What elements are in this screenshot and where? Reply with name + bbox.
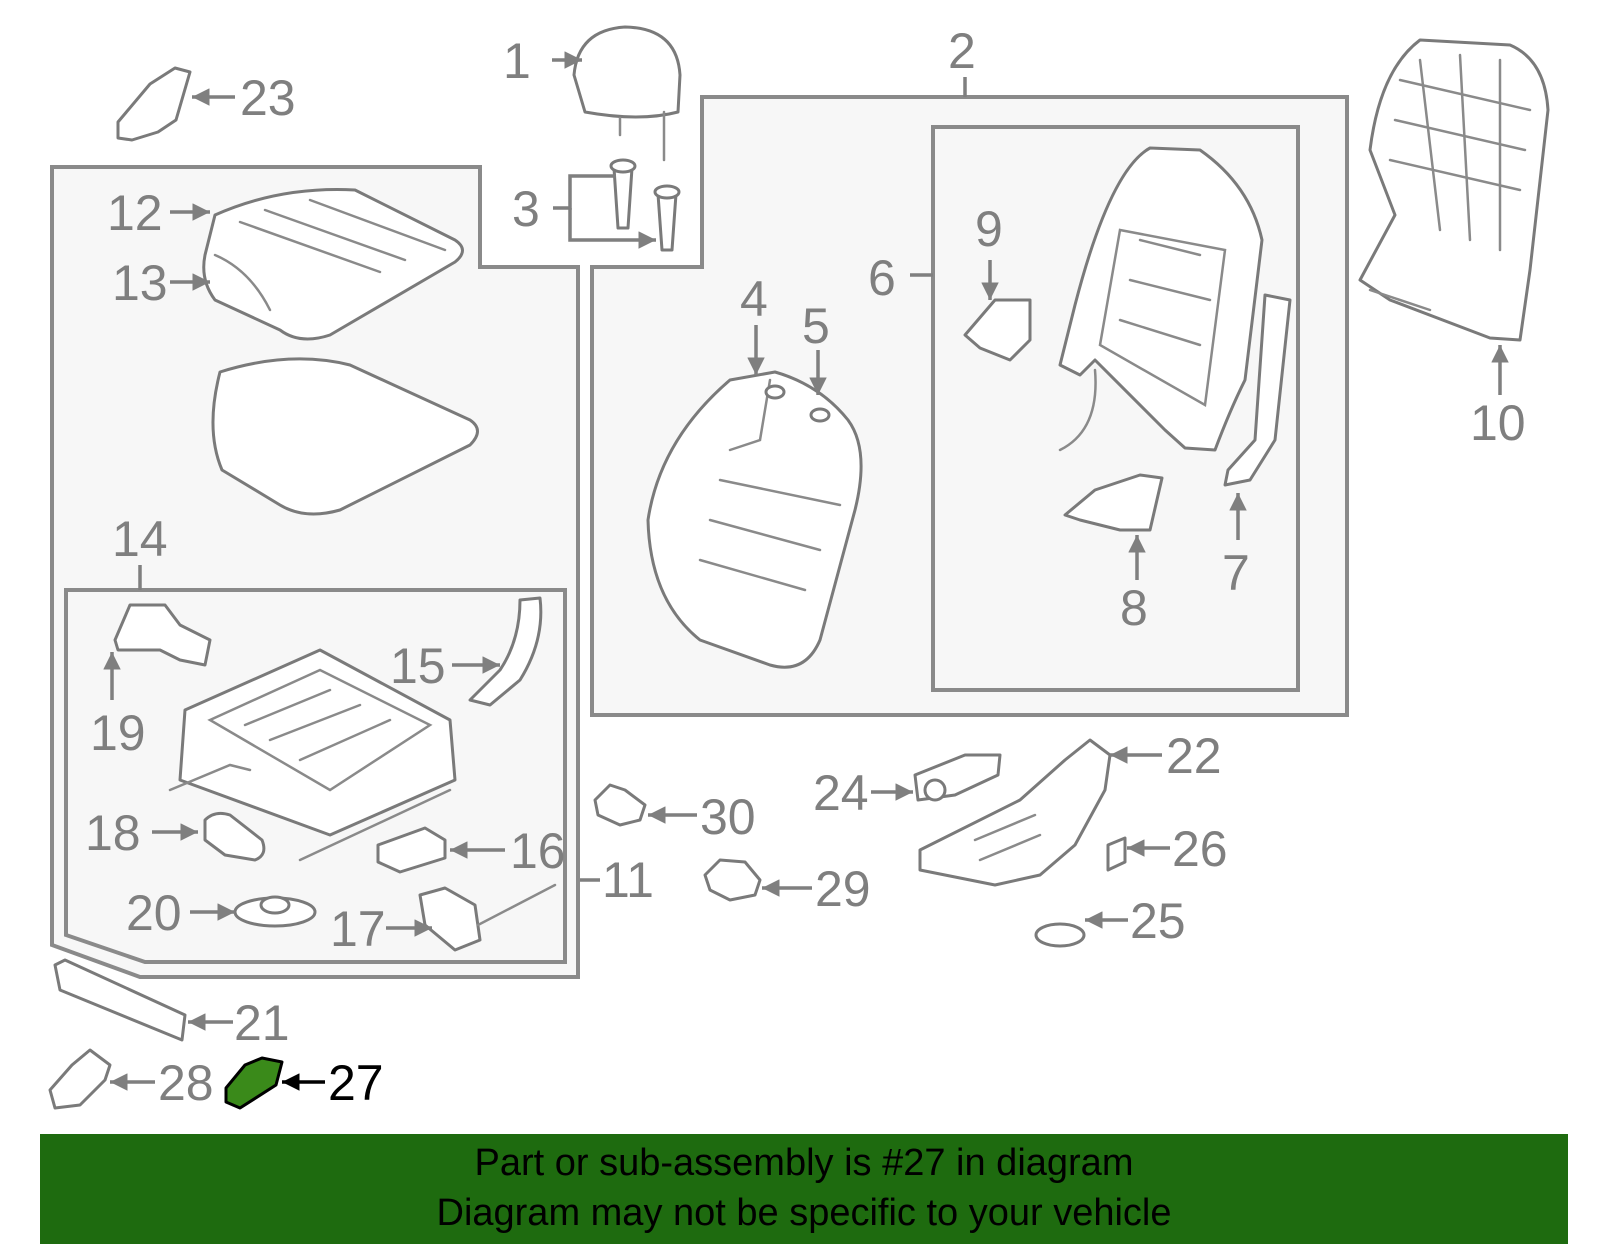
callout-2: 2 <box>948 23 976 79</box>
callout-6: 6 <box>868 250 896 306</box>
callout-16: 16 <box>510 823 566 879</box>
part-21-cover-strip[interactable] <box>53 958 187 1042</box>
part-4-seatback-cover[interactable] <box>646 370 863 669</box>
part-1-headrest[interactable] <box>572 25 682 162</box>
callout-14: 14 <box>112 511 168 567</box>
part-info-banner: Part or sub-assembly is #27 in diagram D… <box>40 1134 1568 1244</box>
part-18-motor[interactable] <box>203 811 266 862</box>
part-20-gear[interactable] <box>233 895 317 928</box>
part-9-bracket[interactable] <box>963 298 1032 362</box>
callout-25: 25 <box>1130 893 1186 949</box>
callout-1: 1 <box>503 33 531 89</box>
callout-26: 26 <box>1172 821 1228 877</box>
callout-11: 11 <box>602 852 654 908</box>
leader-lines <box>103 51 1509 1091</box>
part-15-cable[interactable] <box>468 596 543 707</box>
part-22-side-shield[interactable] <box>918 738 1112 887</box>
part-28-cover[interactable] <box>48 1048 112 1110</box>
cushion-foam[interactable] <box>211 357 479 516</box>
callout-17: 17 <box>330 901 386 957</box>
callout-22: 22 <box>1166 728 1222 784</box>
part-19-motor[interactable] <box>113 603 212 667</box>
part-27-highlighted[interactable] <box>224 1056 284 1110</box>
callout-24: 24 <box>813 765 869 821</box>
callout-13: 13 <box>112 255 168 311</box>
callout-8: 8 <box>1120 580 1148 636</box>
callout-12: 12 <box>107 185 163 241</box>
part-24-switch[interactable] <box>913 753 1002 802</box>
seat-parts-diagram: 1 2 3 4 5 6 7 8 9 10 11 12 13 14 15 16 1… <box>48 23 1550 1111</box>
callout-20: 20 <box>126 885 182 941</box>
banner-line-2: Diagram may not be specific to your vehi… <box>436 1192 1172 1234</box>
callout-27-highlighted: 27 <box>328 1055 384 1111</box>
part-25-ring[interactable] <box>1034 922 1086 948</box>
banner-line-1: Part or sub-assembly is #27 in diagram <box>474 1142 1134 1184</box>
callout-4: 4 <box>740 271 768 327</box>
callout-29: 29 <box>815 861 871 917</box>
part-26-clip[interactable] <box>1106 836 1127 872</box>
part-10-back-board[interactable] <box>1358 38 1550 342</box>
callout-7: 7 <box>1222 545 1250 601</box>
callout-9: 9 <box>975 201 1003 257</box>
callout-18: 18 <box>85 805 141 861</box>
callout-labels: 1 2 3 4 5 6 7 8 9 10 11 12 13 14 15 16 1… <box>85 23 1526 1111</box>
part-29-clip[interactable] <box>703 858 762 902</box>
callout-21: 21 <box>234 995 290 1051</box>
part-30-clip[interactable] <box>593 783 647 827</box>
callout-10: 10 <box>1470 395 1526 451</box>
callout-30: 30 <box>700 789 756 845</box>
callout-19: 19 <box>90 705 146 761</box>
seat-track-frame[interactable] <box>168 648 457 862</box>
callout-3: 3 <box>512 181 540 237</box>
callout-5: 5 <box>802 298 830 354</box>
part-23-trim-cover[interactable] <box>116 66 192 142</box>
part-3-headrest-guides[interactable] <box>609 158 681 252</box>
callout-28: 28 <box>158 1055 214 1111</box>
part-16-module[interactable] <box>376 826 447 874</box>
callout-15: 15 <box>390 638 446 694</box>
part-6-seatback-frame[interactable] <box>1058 146 1264 452</box>
part-7-airbag[interactable] <box>1223 293 1292 487</box>
callout-23: 23 <box>240 70 296 126</box>
part-8-bracket[interactable] <box>1063 473 1164 532</box>
